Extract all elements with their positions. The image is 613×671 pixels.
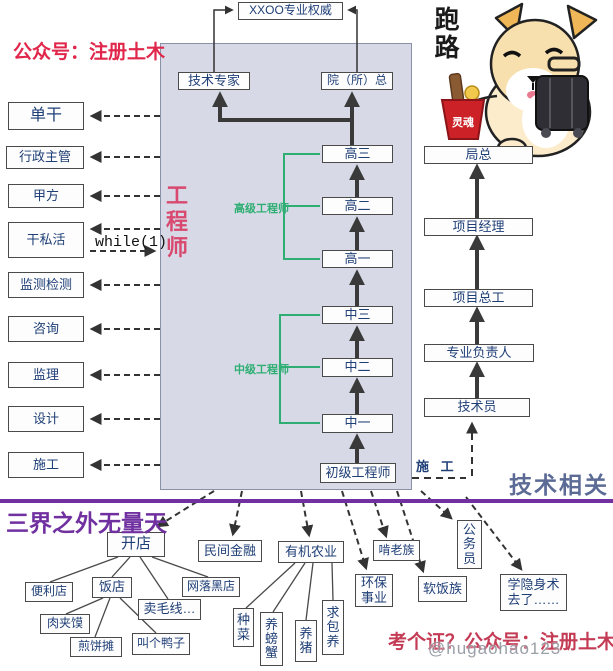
grade-g2-box: 高二 (322, 197, 393, 215)
organic-farm-box: 有机农业 (278, 541, 344, 563)
outside-world-title: 三界之外无量天 (6, 510, 167, 536)
gnaw-old-box: 啃老族 (373, 540, 420, 561)
grow-veggies-box: 种菜 (233, 608, 254, 647)
roujiamo-box: 肉夹馍 (40, 614, 90, 634)
junior-engineer-box: 初级工程师 (320, 463, 396, 483)
exam-cta-text: 考个证？公众号：注册土木 (388, 632, 613, 653)
env-career-box: 环保事业 (355, 574, 393, 607)
right-item-discipline-lead: 专业负责人 (424, 344, 534, 362)
right-item-chief-engineer: 项目总工 (424, 289, 533, 307)
left-item-testing: 监测检测 (8, 272, 84, 298)
exit-arrows-left (89, 110, 160, 471)
middle-bracket (279, 314, 320, 424)
folk-finance-box: 民间金融 (198, 540, 262, 562)
wechat-banner: 公众号：注册土木 (13, 42, 166, 63)
left-item-design: 设计 (8, 406, 84, 432)
tech-related-title: 技术相关 (509, 472, 609, 498)
purple-divider (0, 499, 613, 503)
right-item-bureau-chief: 局总 (424, 146, 533, 164)
call-a-duck-box: 叫个鸭子 (132, 633, 190, 655)
grade-m3-box: 中三 (322, 306, 393, 324)
pancake-stand-box: 煎饼摊 (70, 637, 122, 657)
raise-crabs-box: 养螃蟹 (260, 612, 283, 666)
civil-servant-box: 公务员 (457, 520, 482, 569)
fanout-arrows (155, 490, 523, 574)
grade-m1-box: 中一 (322, 414, 393, 433)
online-shop-box: 网落黑店 (182, 577, 240, 597)
right-item-technician: 技术员 (424, 398, 530, 417)
engineer-vertical-label: 工程师 (165, 183, 188, 260)
left-item-construction: 施工 (8, 452, 84, 478)
left-item-sidejob: 干私活 (8, 222, 84, 258)
left-item-owner: 甲方 (8, 184, 84, 208)
middle-engineer-label: 中级工程师 (234, 364, 289, 376)
grade-g3-box: 高三 (322, 145, 393, 163)
sell-yarn-box: 卖毛线… (138, 599, 201, 620)
left-item-consulting: 咨询 (8, 316, 84, 342)
convenience-store-box: 便利店 (25, 582, 73, 602)
while-loop-label: while(1) (95, 234, 168, 251)
invisibility-box: 学隐身术去了…… (500, 574, 567, 611)
left-item-supervision: 监理 (8, 362, 84, 388)
expert-box: 技术专家 (178, 72, 250, 90)
dean-box: 院（所）总 (321, 72, 393, 90)
grade-g1-box: 高一 (322, 250, 393, 268)
authority-box: XXOO专业权威 (238, 2, 343, 20)
construction-path (412, 421, 478, 479)
dog-mascot-illustration: 灵魂 (440, 2, 598, 159)
senior-bracket (283, 153, 320, 260)
open-shop-box: 开店 (107, 532, 165, 557)
right-item-project-manager: 项目经理 (424, 218, 533, 236)
left-item-solo: 单干 (8, 102, 84, 130)
expert-label: 技术专家 (187, 72, 240, 88)
raise-pigs-box: 养猪 (295, 620, 317, 662)
construction-path-label: 施 工 (416, 459, 458, 474)
senior-engineer-label: 高级工程师 (234, 203, 289, 215)
watermark: @hugaohao123 (428, 639, 562, 658)
bucket-label: 灵魂 (452, 115, 474, 129)
restaurant-box: 饭店 (92, 577, 132, 598)
authority-label: XXOO专业权威 (249, 3, 332, 18)
top-split-connector (212, 91, 360, 145)
dean-label: 院（所）总 (326, 73, 387, 88)
grade-m2-box: 中二 (322, 358, 393, 377)
lines-to-authority (213, 5, 358, 72)
soft-rice-box: 软饭族 (418, 576, 467, 602)
run-away-label: 跑路 (434, 6, 460, 62)
seek-sugar-box: 求包养 (322, 600, 344, 655)
left-item-admin: 行政主管 (6, 146, 84, 169)
